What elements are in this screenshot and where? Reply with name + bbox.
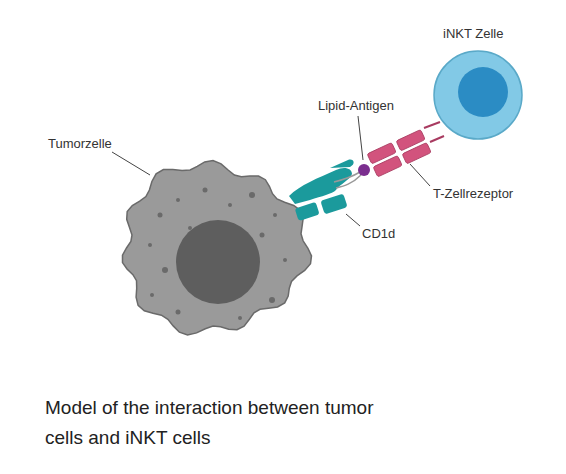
part-label: CD1d (362, 226, 395, 242)
lipid-antigen (358, 164, 370, 176)
part-label: Lipid-Antigen (318, 98, 394, 114)
cell-granules (148, 188, 287, 321)
lipid-tails (334, 172, 361, 188)
part-label: T-Zellrezeptor (433, 186, 513, 202)
inkt-cell (434, 51, 522, 139)
tumor-nucleus (176, 220, 260, 304)
caption: Model of the interaction between tumor c… (45, 393, 375, 454)
leader-lines (112, 116, 430, 226)
tumor-cell (123, 161, 312, 335)
t-cell-receptor (367, 122, 444, 177)
inkt-nucleus (458, 67, 508, 117)
part-label: Tumorzelle (48, 136, 112, 152)
part-label: iNKT Zelle (443, 26, 503, 42)
cd1d-molecule (289, 160, 354, 221)
